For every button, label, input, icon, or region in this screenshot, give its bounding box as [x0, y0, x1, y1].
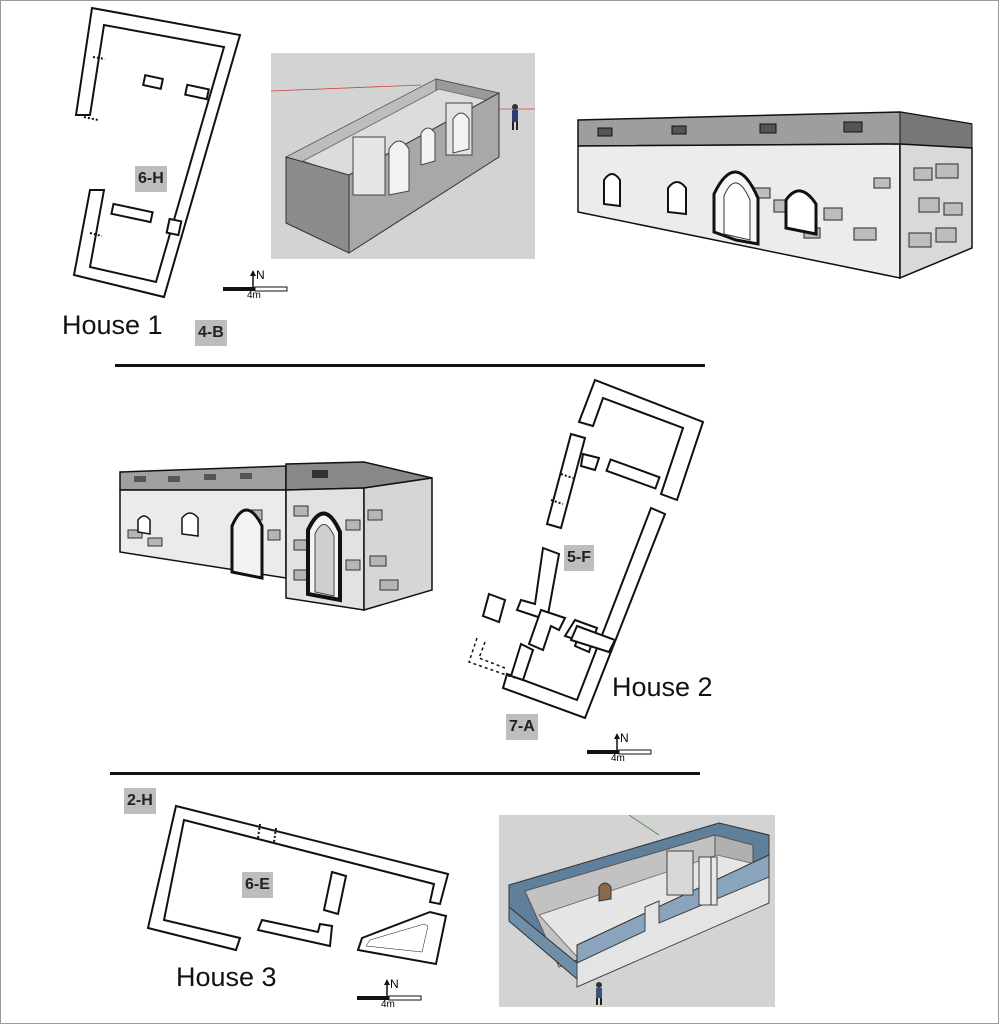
house1-3d-model	[271, 53, 535, 259]
house3-scale-bar: N 4m	[356, 977, 426, 1011]
house1-north-label: N	[256, 268, 265, 282]
house3-scale-distance: 4m	[381, 999, 395, 1010]
house3-label: House 3	[176, 962, 277, 992]
house1-tag-4b: 4-B	[195, 320, 227, 346]
house2-scale-distance: 4m	[611, 753, 625, 764]
house1-floor-plan	[60, 5, 250, 305]
house3-floor-plan	[140, 800, 450, 975]
house2-north-label: N	[620, 731, 629, 745]
house3-tag-2h: 2-H	[124, 788, 156, 814]
divider-top	[115, 364, 705, 367]
house3-tag-6e: 6-E	[242, 872, 273, 898]
house2-label: House 2	[612, 672, 713, 702]
divider-bottom	[110, 772, 700, 775]
house2-elevation-drawing	[118, 460, 434, 612]
house2-scale-bar: N 4m	[586, 731, 656, 765]
house3-3d-model	[499, 815, 775, 1007]
house1-label: House 1	[62, 310, 163, 340]
house2-tag-7a: 7-A	[506, 714, 538, 740]
house3-north-label: N	[390, 977, 399, 991]
house1-scale-bar: N 4m	[222, 268, 292, 302]
house1-tag-6h: 6-H	[135, 166, 167, 192]
house1-elevation-drawing	[574, 108, 979, 288]
house2-floor-plan	[455, 378, 707, 720]
house1-scale-distance: 4m	[247, 290, 261, 301]
house2-tag-5f: 5-F	[564, 545, 594, 571]
